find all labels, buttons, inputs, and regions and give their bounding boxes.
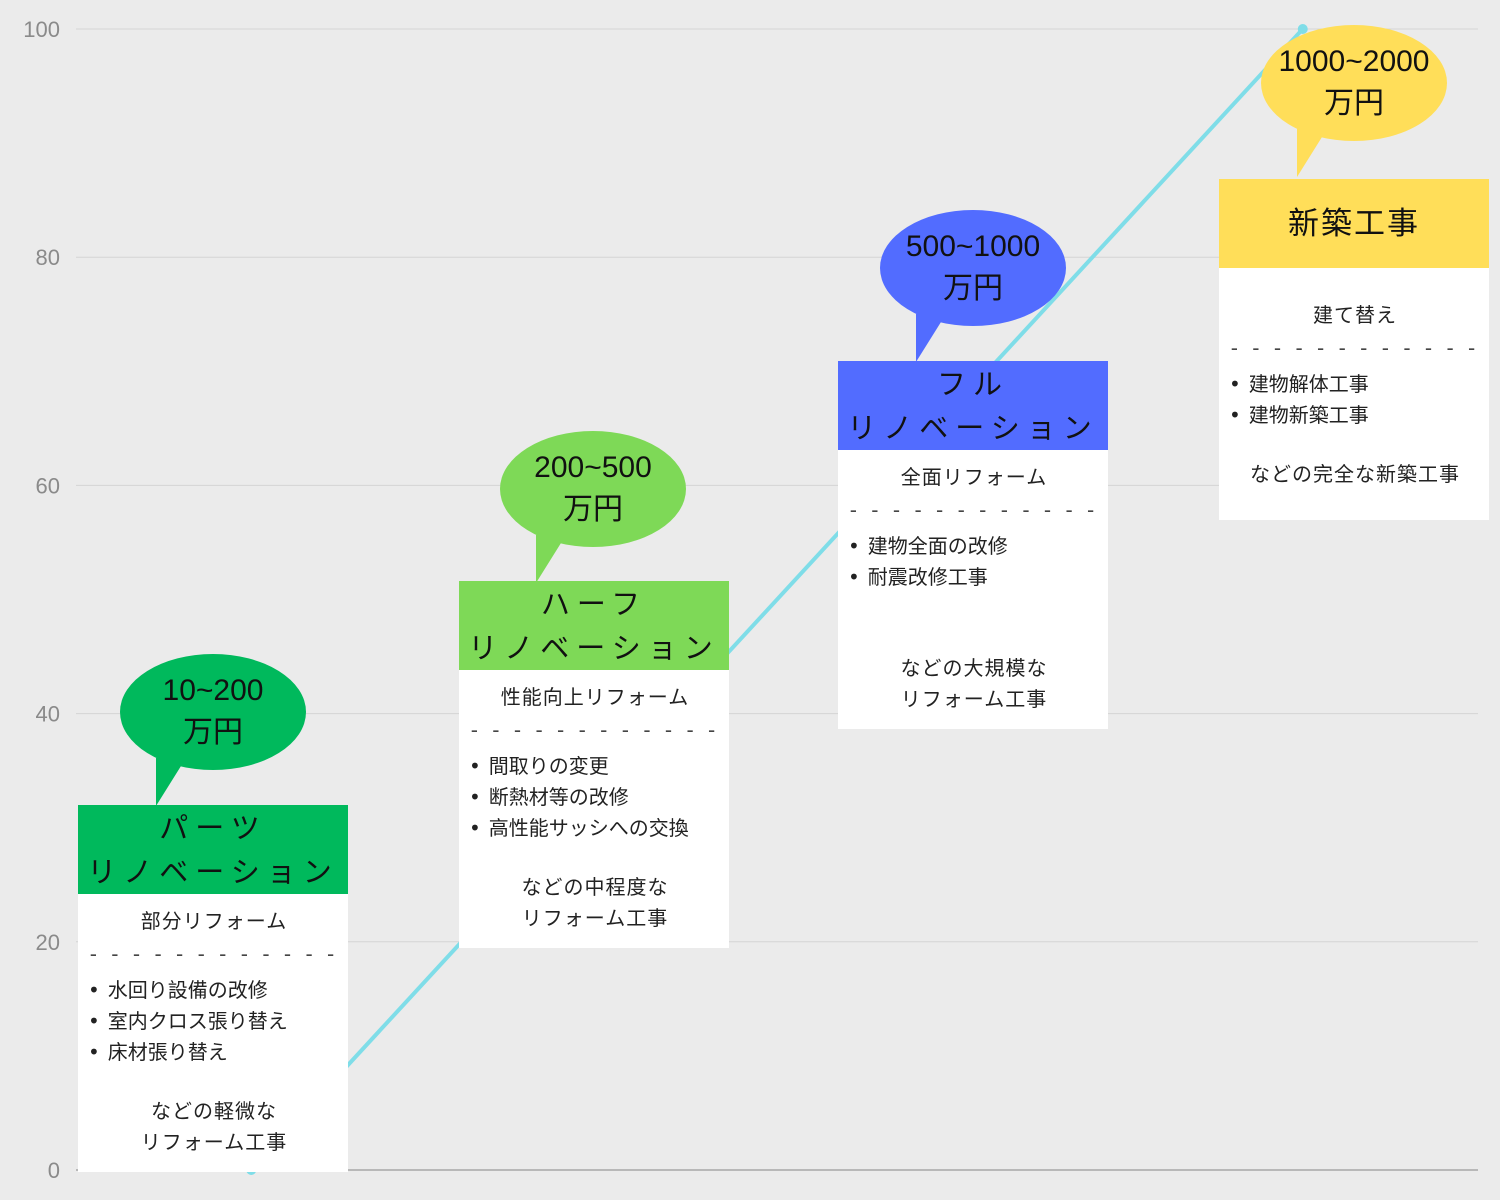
card-header: パーツ リノベーション (78, 805, 348, 894)
card-note-line-1: などの大規模な (900, 656, 1048, 680)
price-unit: 万円 (183, 715, 243, 750)
card-note-line-1: などの完全な新築工事 (1250, 462, 1460, 486)
y-tick-label: 80 (36, 245, 60, 270)
card-title-line-2: リノベーション (87, 854, 339, 889)
card-note: などの大規模な リフォーム工事 (848, 653, 1100, 715)
card-subtitle: 全面リフォーム (900, 465, 1048, 489)
card-note-line-1: などの中程度な (521, 875, 669, 899)
card-title-line-2: リノベーション (468, 630, 720, 665)
card-item-list: 水回り設備の改修 室内クロス張り替え 床材張り替え (88, 975, 340, 1068)
series-layer (246, 24, 1308, 1175)
card-header: 新築工事 (1219, 179, 1489, 268)
card-subtitle: 建て替え (1313, 303, 1397, 327)
price-unit: 万円 (563, 492, 623, 527)
list-item: 建物全面の改修 (848, 531, 1100, 562)
price-bubble-parts: 10~200 万円 (120, 654, 306, 806)
list-item: 水回り設備の改修 (88, 975, 340, 1006)
y-axis-ticks: 0 20 40 60 80 100 (23, 17, 60, 1183)
card-separator: - - - - - - - - - - - - (1230, 337, 1480, 359)
list-item: 断熱材等の改修 (469, 782, 721, 813)
price-range: 200~500 (534, 451, 652, 484)
price-range: 10~200 (162, 674, 264, 707)
price-range: 1000~2000 (1278, 45, 1430, 78)
card-body: 部分リフォーム - - - - - - - - - - - - 水回り設備の改修… (78, 894, 348, 1172)
card-title-line-1: 新築工事 (1288, 205, 1420, 242)
card-title-line-1: ハーフ (540, 586, 648, 621)
card-title-line-1: パーツ (159, 810, 267, 845)
list-item: 建物解体工事 (1229, 369, 1481, 400)
series-line (249, 27, 1305, 1172)
card-separator: - - - - - - - - - - - - (89, 943, 339, 965)
y-tick-label: 40 (36, 702, 60, 727)
price-range: 500~1000 (905, 230, 1041, 263)
card-note-line-2: リフォーム工事 (140, 1130, 288, 1154)
list-item: 室内クロス張り替え (88, 1006, 340, 1037)
card-header: フル リノベーション (838, 361, 1108, 450)
card-body: 全面リフォーム - - - - - - - - - - - - 建物全面の改修 … (838, 450, 1108, 729)
price-bubble-full: 500~1000 万円 (880, 210, 1066, 362)
y-tick-label: 20 (36, 930, 60, 955)
y-tick-label: 100 (23, 17, 60, 42)
price-bubble-half: 200~500 万円 (500, 431, 686, 583)
card-item-list: 建物全面の改修 耐震改修工事 (848, 531, 1100, 593)
full-renovation-card: フル リノベーション 全面リフォーム - - - - - - - - - - -… (838, 361, 1108, 729)
price-bubble-new-construction: 1000~2000 万円 (1261, 25, 1447, 177)
card-separator: - - - - - - - - - - - - (470, 719, 720, 741)
data-point (1297, 24, 1308, 34)
y-tick-label: 60 (36, 473, 60, 498)
card-subtitle: 部分リフォーム (140, 909, 288, 933)
card-item-list: 間取りの変更 断熱材等の改修 高性能サッシへの交換 (469, 751, 721, 844)
half-renovation-card: ハーフ リノベーション 性能向上リフォーム - - - - - - - - - … (459, 581, 729, 948)
parts-renovation-card: パーツ リノベーション 部分リフォーム - - - - - - - - - - … (78, 805, 348, 1172)
card-subtitle: 性能向上リフォーム (500, 685, 690, 709)
new-construction-card: 新築工事 建て替え - - - - - - - - - - - - 建物解体工事… (1219, 179, 1489, 520)
card-separator: - - - - - - - - - - - - (849, 499, 1099, 521)
list-item: 床材張り替え (88, 1037, 340, 1068)
card-note: などの軽微な リフォーム工事 (88, 1096, 340, 1158)
card-title-line-2: リノベーション (847, 410, 1099, 445)
card-note-line-2: リフォーム工事 (900, 687, 1048, 711)
card-item-list: 建物解体工事 建物新築工事 (1229, 369, 1481, 431)
card-header: ハーフ リノベーション (459, 581, 729, 670)
y-tick-label: 0 (48, 1158, 60, 1183)
price-unit: 万円 (943, 271, 1003, 306)
card-body: 建て替え - - - - - - - - - - - - 建物解体工事 建物新築… (1219, 268, 1489, 520)
card-title-line-1: フル (936, 366, 1009, 401)
list-item: 高性能サッシへの交換 (469, 813, 721, 844)
list-item: 耐震改修工事 (848, 562, 1100, 593)
list-item: 建物新築工事 (1229, 400, 1481, 431)
card-note: などの完全な新築工事 (1229, 459, 1481, 490)
price-unit: 万円 (1324, 86, 1384, 121)
card-note: などの中程度な リフォーム工事 (469, 872, 721, 934)
card-body: 性能向上リフォーム - - - - - - - - - - - - 間取りの変更… (459, 670, 729, 948)
list-item: 間取りの変更 (469, 751, 721, 782)
card-note-line-1: などの軽微な (151, 1099, 277, 1123)
card-note-line-2: リフォーム工事 (521, 906, 669, 930)
